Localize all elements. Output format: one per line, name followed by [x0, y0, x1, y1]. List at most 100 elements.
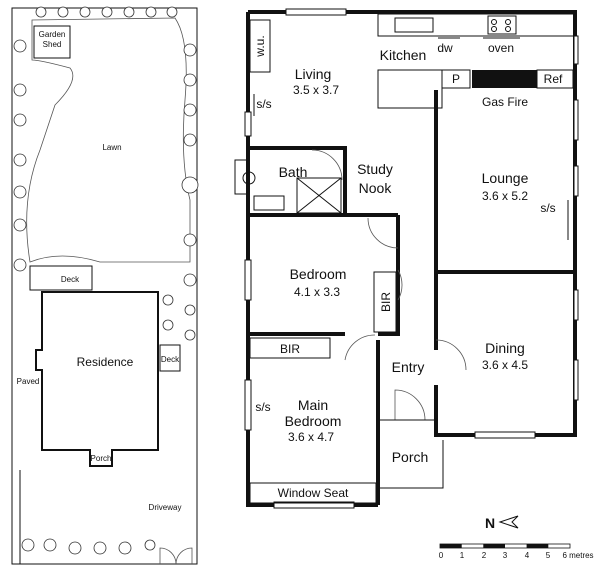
main-ss-label: s/s — [255, 400, 270, 414]
tree-icon — [184, 304, 196, 316]
gas-fire-label: Gas Fire — [482, 95, 528, 109]
dining-size: 3.6 x 4.5 — [482, 358, 528, 372]
tree-row-left — [13, 39, 27, 272]
deck-top-label: Deck — [61, 275, 80, 284]
garden-shed-label-1: Garden — [39, 30, 66, 39]
window — [573, 99, 579, 141]
pantry-label: P — [452, 72, 460, 86]
tree-icon — [13, 113, 27, 127]
living-bath-wall — [246, 12, 347, 215]
living-ss-label: s/s — [256, 97, 271, 111]
scale-bar: 0 1 2 3 4 5 6 metres — [439, 543, 594, 560]
gate-swing — [159, 547, 177, 565]
north-label: N — [485, 515, 495, 531]
dining-door-swing — [435, 339, 467, 371]
vanity — [253, 195, 285, 211]
bath-bay — [234, 159, 249, 195]
tree-icon — [13, 258, 27, 272]
tree-icon — [68, 541, 82, 555]
tree-icon — [183, 43, 197, 57]
tree-row-right — [162, 43, 199, 341]
garden-shed-label-2: Shed — [43, 40, 62, 49]
site-boundary — [11, 7, 198, 565]
bedroom-size: 4.1 x 3.3 — [294, 285, 340, 299]
shower-cross — [296, 177, 342, 214]
bir-main — [249, 337, 331, 359]
tree-icon — [13, 218, 27, 232]
scale-tick: 0 — [439, 551, 444, 560]
dw-label: dw — [437, 41, 453, 55]
tree-row-bottom — [21, 538, 156, 555]
lawn-outline — [26, 17, 191, 263]
tree-icon — [183, 73, 197, 87]
ref-space — [536, 69, 574, 89]
oven-label: oven — [488, 41, 514, 55]
gas-fire-unit — [472, 70, 537, 88]
scale-bar-segment — [440, 544, 462, 548]
window — [285, 8, 347, 16]
tree-icon — [79, 6, 91, 18]
bedroom-label: Bedroom — [290, 266, 347, 282]
residence — [35, 291, 159, 467]
tree-icon — [183, 233, 197, 247]
garden-shed — [33, 25, 71, 59]
tree-icon — [162, 319, 174, 331]
driveway-label: Driveway — [149, 503, 182, 512]
study-label-2: Nook — [359, 180, 393, 196]
residence-label: Residence — [77, 355, 134, 369]
deck-top — [29, 265, 93, 291]
tree-row-top — [35, 6, 178, 18]
scale-tick: 5 — [546, 551, 551, 560]
window — [244, 111, 252, 137]
tree-icon — [145, 6, 157, 18]
cooktop — [487, 15, 517, 35]
kitchen-sink — [394, 17, 434, 33]
main-bedroom-size: 3.6 x 4.7 — [288, 430, 334, 444]
bath-label: Bath — [279, 164, 308, 180]
burner — [491, 19, 497, 25]
ref-label: Ref — [544, 72, 563, 86]
bir-bedroom — [373, 271, 397, 333]
site-plan: Garden Shed Lawn Deck Residence Deck Pav… — [11, 6, 199, 565]
toilet — [242, 171, 256, 185]
bir-wall — [378, 215, 400, 336]
porch-outline — [380, 440, 444, 489]
tree-icon — [93, 541, 107, 555]
pantry — [441, 69, 471, 89]
main-bedroom-label-2: Bedroom — [285, 413, 342, 429]
window — [573, 359, 579, 401]
tree-icon — [13, 83, 27, 97]
island-bench — [377, 69, 443, 109]
burner — [505, 26, 511, 32]
tree-icon — [21, 538, 35, 552]
gate-swing — [175, 547, 193, 565]
kitchen-bench — [377, 13, 575, 37]
window — [573, 289, 579, 321]
tree-icon — [162, 294, 174, 306]
bir-bedroom-label: BIR — [379, 292, 393, 312]
window — [474, 431, 536, 439]
deck-side — [159, 344, 181, 372]
site-porch-label: Porch — [91, 454, 112, 463]
lawn-label: Lawn — [102, 143, 121, 152]
window — [244, 379, 252, 431]
house-plan: dw oven Kitchen P Ref Gas Fire w.u. Livi… — [234, 8, 579, 509]
tree-icon — [43, 538, 57, 552]
compass: N — [485, 515, 519, 531]
deck-side-label: Deck — [161, 355, 180, 364]
main-bedroom-label-1: Main — [298, 397, 328, 413]
bedroom-door-swing — [367, 217, 399, 249]
scale-tick: 1 — [460, 551, 465, 560]
tree-icon — [181, 176, 199, 194]
tree-icon — [166, 6, 178, 18]
study-label-1: Study — [357, 161, 393, 177]
paved-label: Paved — [17, 377, 40, 386]
west-wall — [246, 215, 378, 507]
front-door-swing — [394, 389, 426, 421]
tree-icon — [13, 39, 27, 53]
scale-tick: 6 metres — [562, 551, 593, 560]
bath-door-swing — [311, 149, 343, 181]
tree-icon — [183, 273, 197, 287]
window — [273, 501, 355, 509]
